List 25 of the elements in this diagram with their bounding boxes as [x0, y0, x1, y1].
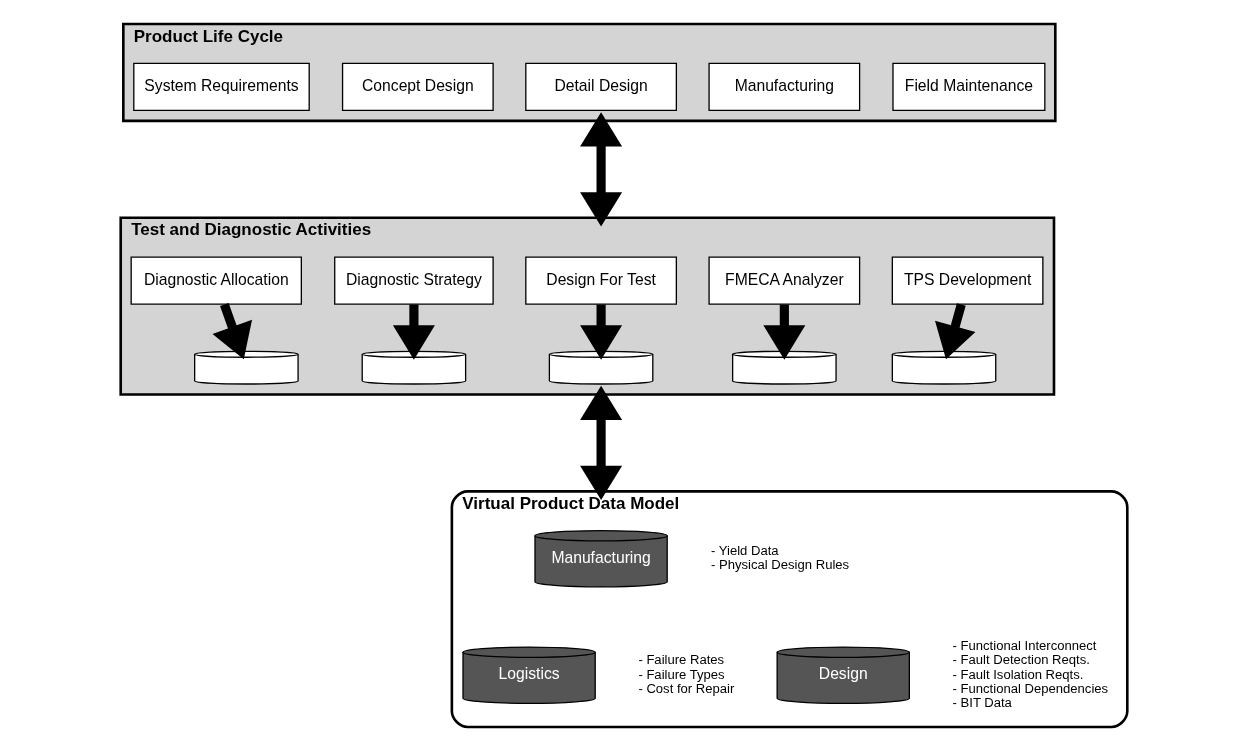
- arrow: [935, 303, 976, 360]
- node-box: Design For Test: [525, 256, 677, 305]
- arrow: [580, 112, 623, 227]
- node-box: Field Maintenance: [892, 62, 1046, 112]
- node-box: Manufacturing: [708, 62, 861, 112]
- node-box: Diagnostic Strategy: [334, 256, 494, 305]
- node-box: System Requirements: [133, 62, 310, 112]
- arrow: [212, 302, 253, 360]
- node-label: - Functional Interconnect: [952, 637, 1097, 653]
- node-label: - Failure Types: [638, 666, 725, 682]
- node-label: - Physical Design Rules: [711, 557, 850, 573]
- arrow: [580, 385, 623, 501]
- arrow: [392, 304, 435, 360]
- node-label: - Failure Rates: [638, 652, 725, 668]
- node-label: - Yield Data: [711, 542, 779, 558]
- node-label: - BIT Data: [952, 695, 1012, 711]
- node-box: Detail Design: [525, 62, 677, 112]
- node-box: FMECA Analyzer: [708, 256, 861, 305]
- node-box: Concept Design: [341, 62, 494, 112]
- arrow: [580, 304, 623, 360]
- arrow: [763, 304, 806, 360]
- node-label: - Fault Detection Reqts.: [952, 652, 1090, 668]
- node-box: Diagnostic Allocation: [130, 256, 302, 305]
- node-box: TPS Development: [891, 256, 1044, 305]
- node-label: - Fault Isolation Reqts.: [952, 666, 1084, 682]
